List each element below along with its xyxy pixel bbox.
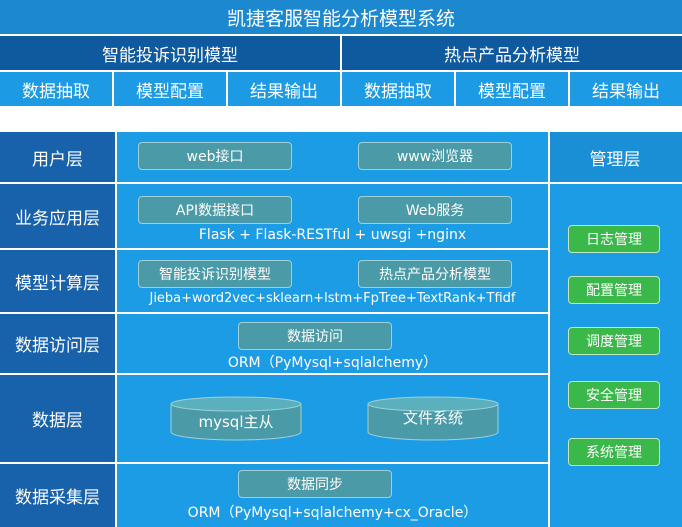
schedule-management-box: 调度管理 xyxy=(568,327,660,355)
layer-divider xyxy=(0,182,548,184)
system-management-box: 系统管理 xyxy=(568,438,660,466)
collect-tech-stack: ORM（PyMysql+sqlalchemy+cx_Oracle） xyxy=(187,505,478,521)
layer-label-user-text: 用户层 xyxy=(32,149,83,170)
layer-label-business: 业务应用层 xyxy=(0,184,115,248)
complaint-step-extract: 数据抽取 xyxy=(0,72,112,106)
complaint-model-label: 智能投诉识别模型 xyxy=(159,267,271,283)
hotspot-model-box: 热点产品分析模型 xyxy=(358,260,512,288)
layer-divider xyxy=(0,248,548,250)
config-management-label: 配置管理 xyxy=(586,283,642,299)
hotspot-step-config-label: 模型配置 xyxy=(478,81,546,102)
layer-label-access: 数据访问层 xyxy=(0,314,115,373)
data-sync-box: 数据同步 xyxy=(238,470,392,498)
layer-divider xyxy=(0,462,548,464)
data-access-box: 数据访问 xyxy=(238,322,392,350)
layer-label-user: 用户层 xyxy=(0,132,115,182)
file-system-label: 文件系统 xyxy=(402,409,463,427)
model-header-hotspot: 热点产品分析模型 xyxy=(342,36,682,70)
web-service-label: Web服务 xyxy=(405,203,465,219)
layer-label-model: 模型计算层 xyxy=(0,250,115,312)
column-divider xyxy=(115,132,117,527)
log-management-label: 日志管理 xyxy=(586,232,642,248)
management-title-text: 管理层 xyxy=(589,149,641,170)
model-header-complaint: 智能投诉识别模型 xyxy=(0,36,340,70)
hotspot-step-config: 模型配置 xyxy=(456,72,568,106)
complaint-step-output-label: 结果输出 xyxy=(250,81,318,102)
security-management-label: 安全管理 xyxy=(586,388,642,404)
layer-label-business-text: 业务应用层 xyxy=(15,208,100,229)
system-title-text: 凯捷客服智能分析模型系统 xyxy=(226,7,455,30)
complaint-model-box: 智能投诉识别模型 xyxy=(138,260,292,288)
layer-label-data-text: 数据层 xyxy=(32,411,83,431)
layer-divider xyxy=(0,373,548,375)
log-management-box: 日志管理 xyxy=(568,225,660,253)
management-divider xyxy=(548,182,682,184)
complaint-step-extract-label: 数据抽取 xyxy=(22,81,90,102)
schedule-management-label: 调度管理 xyxy=(586,334,642,350)
hotspot-step-extract: 数据抽取 xyxy=(342,72,454,106)
data-access-label: 数据访问 xyxy=(287,329,343,345)
system-management-label: 系统管理 xyxy=(586,445,642,461)
web-service-box: Web服务 xyxy=(358,196,512,224)
model-header-hotspot-label: 热点产品分析模型 xyxy=(444,45,580,66)
model-tech-stack: Jieba+word2vec+sklearn+lstm+FpTree+TextR… xyxy=(149,291,516,306)
mysql-database-icon xyxy=(170,396,302,441)
layer-divider xyxy=(0,312,548,314)
security-management-box: 安全管理 xyxy=(568,381,660,409)
layer-label-access-text: 数据访问层 xyxy=(15,336,100,356)
layer-label-data: 数据层 xyxy=(0,375,115,462)
www-browser-box: www浏览器 xyxy=(358,142,512,170)
complaint-step-config: 模型配置 xyxy=(114,72,226,106)
hotspot-model-label: 热点产品分析模型 xyxy=(379,267,491,283)
management-title: 管理层 xyxy=(548,132,682,182)
management-header-bg xyxy=(548,132,682,182)
layer-label-collect: 数据采集层 xyxy=(0,464,115,527)
config-management-box: 配置管理 xyxy=(568,276,660,304)
hotspot-step-output-label: 结果输出 xyxy=(592,81,660,102)
mysql-database-label: mysql主从 xyxy=(198,413,274,431)
access-tech-stack: ORM（PyMysql+sqlalchemy） xyxy=(227,355,438,371)
hotspot-step-extract-label: 数据抽取 xyxy=(364,81,432,102)
layer-label-model-text: 模型计算层 xyxy=(15,273,100,294)
hotspot-step-output: 结果输出 xyxy=(570,72,682,106)
business-tech-stack: Flask + Flask-RESTful + uwsgi +nginx xyxy=(198,227,467,243)
file-system-icon xyxy=(367,396,499,441)
web-interface-label: web接口 xyxy=(186,149,244,165)
complaint-step-config-label: 模型配置 xyxy=(136,81,204,102)
column-divider xyxy=(548,132,550,527)
web-interface-box: web接口 xyxy=(138,142,292,170)
layer-label-column xyxy=(0,132,115,527)
layer-label-collect-text: 数据采集层 xyxy=(15,488,100,508)
www-browser-label: www浏览器 xyxy=(396,149,474,165)
api-data-interface-box: API数据接口 xyxy=(138,196,292,224)
system-title: 凯捷客服智能分析模型系统 xyxy=(0,0,682,34)
complaint-step-output: 结果输出 xyxy=(228,72,340,106)
model-header-complaint-label: 智能投诉识别模型 xyxy=(102,45,238,66)
data-sync-label: 数据同步 xyxy=(287,477,343,493)
api-data-interface-label: API数据接口 xyxy=(175,203,255,219)
